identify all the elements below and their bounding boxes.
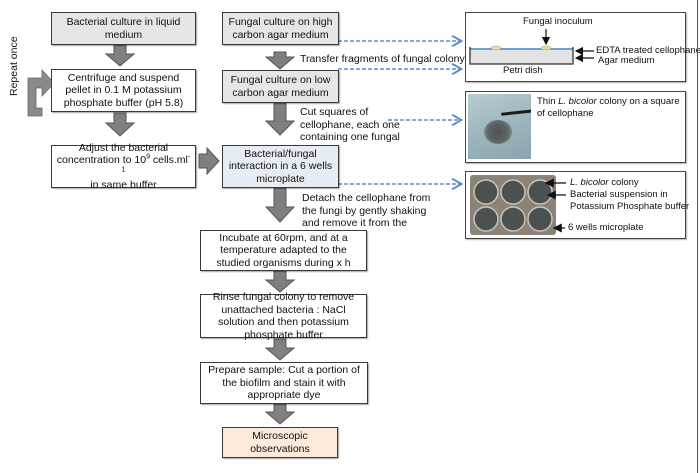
- down-arrow-icon: [264, 403, 296, 425]
- caption-post: colony on a square: [596, 96, 680, 107]
- well-icon: [473, 206, 499, 232]
- down-arrow-icon: [104, 44, 136, 67]
- species-name: L. bicolor: [558, 96, 597, 107]
- repeat-once-label: Repeat once: [8, 36, 20, 96]
- centrifuge-text: Centrifuge and suspend pellet in 0.1 M p…: [63, 71, 184, 109]
- microscopic-observations-text: Microscopic observations: [250, 430, 310, 455]
- well-icon: [527, 206, 553, 232]
- microplate-label: 6 wells microplate: [568, 222, 644, 233]
- suspension-line2: Potassium Phosphate buffer: [570, 200, 690, 212]
- centrifuge-box: Centrifuge and suspend pellet in 0.1 M p…: [51, 69, 196, 112]
- colony-word: colony: [608, 177, 639, 188]
- caption-line2: of cellophane: [537, 107, 594, 119]
- adjust-line2: concentration to 10: [56, 154, 147, 166]
- prepare-sample-text: Prepare sample: Cut a portion of the bio…: [208, 364, 360, 402]
- colony-photo: [468, 94, 531, 159]
- incubate-text: Incubate at 60rpm, and at a temperature …: [216, 231, 351, 269]
- down-arrow-icon: [264, 102, 296, 136]
- bacterial-culture-text: Bacterial culture in liquid medium: [66, 16, 181, 41]
- right-arrow-icon: [198, 146, 220, 176]
- cellophane-label: EDTA treated cellophane: [596, 45, 700, 56]
- down-arrow-icon: [264, 187, 296, 223]
- fungal-high-carbon-box: Fungal culture on high carbon agar mediu…: [222, 12, 339, 45]
- petri-dish-diagram: [469, 29, 594, 65]
- suspension-label: Bacterial suspension in Potassium Phosph…: [570, 189, 689, 212]
- caption-pre: Thin: [537, 96, 559, 107]
- unit-exponent: -1: [121, 153, 191, 173]
- bacterial-culture-box: Bacterial culture in liquid medium: [51, 12, 196, 45]
- petri-dish-label: Petri dish: [503, 65, 543, 76]
- agar-label: Agar medium: [598, 55, 655, 66]
- fungal-inoculum-icon: [490, 45, 502, 51]
- rinse-box: Rinse fungal colony to remove unattached…: [200, 291, 367, 341]
- microplate-pointers: [544, 178, 566, 233]
- fungal-inoculum-icon: [540, 45, 552, 51]
- colony-caption: Thin L. bicolor colony on a square of ce…: [537, 96, 680, 119]
- well-icon: [473, 179, 499, 205]
- adjust-concentration-box: Adjust the bacterial concentration to 10…: [51, 142, 196, 191]
- frame-border-right: [697, 0, 698, 473]
- fungal-colony-icon: [484, 120, 512, 144]
- down-arrow-icon: [264, 51, 296, 70]
- suspension-line1: Bacterial suspension in: [570, 189, 668, 200]
- colony-photo-panel: Thin L. bicolor colony on a square of ce…: [465, 91, 686, 163]
- rinse-text: Rinse fungal colony to remove unattached…: [212, 291, 355, 341]
- down-arrow-icon: [104, 112, 136, 137]
- interaction-box: Bacterial/fungal interaction in a 6 well…: [222, 145, 339, 188]
- adjust-line3: in same buffer: [90, 179, 157, 191]
- incubate-box: Incubate at 60rpm, and at a temperature …: [200, 230, 367, 271]
- well-icon: [500, 179, 526, 205]
- fungal-low-carbon-box: Fungal culture on low carbon agar medium: [222, 70, 339, 103]
- species-name: L. bicolor: [570, 177, 609, 188]
- forceps-icon: [500, 109, 531, 116]
- transfer-note: Transfer fragments of fungal colony: [300, 53, 465, 65]
- agar-layer: [470, 49, 573, 64]
- detach-note: Detach the cellophane from the fungi by …: [302, 192, 431, 242]
- prepare-sample-box: Prepare sample: Cut a portion of the bio…: [200, 362, 368, 404]
- interaction-text: Bacterial/fungal interaction in a 6 well…: [228, 147, 333, 185]
- microplate-photo-panel: L. bicolor colony Bacterial suspension i…: [465, 171, 689, 239]
- microscopic-observations-box: Microscopic observations: [222, 427, 338, 458]
- exponent: 9: [146, 153, 150, 161]
- petri-dish-outline: [469, 47, 574, 65]
- fungal-inoculum-label: Fungal inoculum: [523, 16, 593, 27]
- adjust-line1: Adjust the bacterial: [78, 141, 169, 154]
- well-icon: [500, 206, 526, 232]
- down-arrow-icon: [264, 338, 296, 361]
- repeat-loop-arrow-icon: [27, 68, 55, 117]
- fungal-low-carbon-text: Fungal culture on low carbon agar medium: [230, 74, 331, 99]
- petri-dish-panel: Fungal inoculum EDTA treated cellophane …: [465, 12, 700, 82]
- fungal-high-carbon-text: Fungal culture on high carbon agar mediu…: [228, 16, 333, 41]
- down-arrow-icon: [264, 270, 296, 293]
- adjust-concentration-text: Adjust the bacterial concentration to 10…: [56, 142, 191, 192]
- adjust-unit: cells.ml: [149, 154, 188, 166]
- colony-label: L. bicolor colony: [570, 177, 639, 189]
